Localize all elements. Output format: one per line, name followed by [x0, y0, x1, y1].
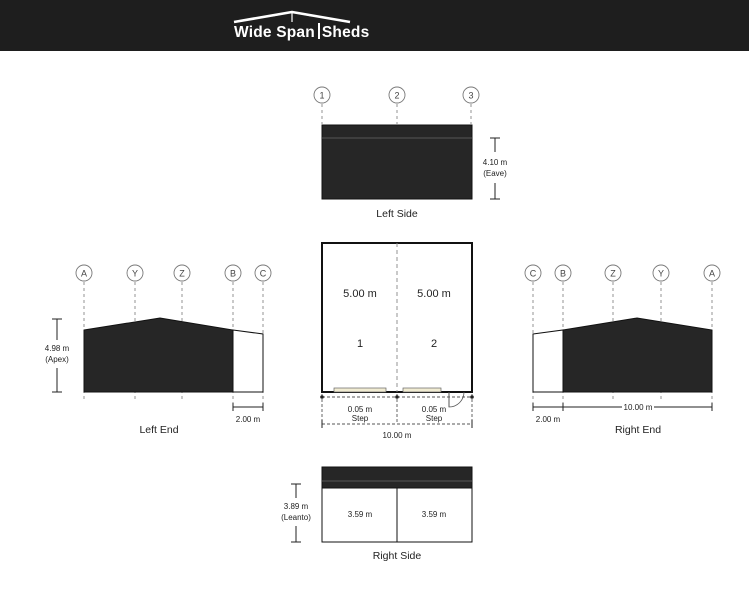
right-end-bubble-a [703, 264, 721, 282]
gridline-bubble-1 [313, 86, 331, 104]
left-end-bubble-b [224, 264, 242, 282]
right-end-bubble-b [554, 264, 572, 282]
left-end-label-z: Z [179, 269, 185, 279]
brand-name-wide-span: Wide Span [234, 24, 315, 41]
brand-separator [317, 23, 320, 39]
right-end-leanto [532, 329, 564, 393]
right-side-title: Right Side [373, 550, 422, 562]
left-end-label-a: A [81, 269, 87, 279]
right-side-bay-1-width: 3.59 m [348, 510, 373, 519]
right-end-label-c: C [530, 269, 537, 279]
step-2-note: Step [426, 414, 443, 423]
right-end-main-wall [562, 317, 713, 393]
leanto-height-note: (Leanto) [281, 513, 311, 522]
brand-logo[interactable]: Wide Span Sheds [234, 23, 369, 42]
header-bar: Wide Span Sheds [0, 0, 749, 51]
floor-plan: 5.00 m 5.00 m 1 2 0.05 m Step 0.05 m Ste… [320, 242, 474, 440]
right-end-elevation: C B Z Y A 2.00 m 10.00 m Right End [524, 264, 721, 436]
gridline-label-2: 2 [394, 91, 399, 101]
apex-height-note: (Apex) [45, 355, 69, 364]
total-length-value: 10.00 m [383, 431, 412, 440]
roller-door-2 [402, 387, 442, 393]
left-end-bubble-c [254, 264, 272, 282]
left-leanto-width: 2.00 m [236, 415, 261, 424]
left-end-label-b: B [230, 269, 236, 279]
gridline-bubble-2 [388, 86, 406, 104]
gridline-bubble-3 [462, 86, 480, 104]
bay-2-number: 2 [431, 338, 437, 350]
gridline-label-3: 3 [468, 91, 473, 101]
right-end-bubble-z [604, 264, 622, 282]
gridline-label-1: 1 [319, 91, 324, 101]
right-side-elevation: 3.59 m 3.59 m 3.89 m (Leanto) Right Side [281, 466, 473, 562]
left-end-bubble-a [75, 264, 93, 282]
right-side-bay-2-width: 3.59 m [422, 510, 447, 519]
right-end-label-z: Z [610, 269, 616, 279]
personal-door-swing [448, 391, 465, 408]
step-1-note: Step [352, 414, 369, 423]
step-2-value: 0.05 m [422, 405, 447, 414]
step-dim-node-3 [470, 395, 474, 399]
apex-height-value: 4.98 m [45, 344, 70, 353]
left-end-label-c: C [260, 269, 267, 279]
left-end-elevation: A Y Z B C 4.98 m (Apex) 2.00 m Left End [45, 264, 272, 436]
left-side-elevation: 1 2 3 4.10 m (Eave) Left Side [313, 86, 508, 220]
right-end-bubble-y [652, 264, 670, 282]
right-end-title: Right End [615, 424, 661, 436]
left-side-wall [321, 124, 473, 200]
left-end-label-y: Y [132, 269, 138, 279]
bay-1-width: 5.00 m [343, 288, 377, 300]
right-leanto-width: 2.00 m [536, 415, 561, 424]
right-main-width: 10.00 m [624, 403, 653, 412]
logo-roof-icon [233, 10, 351, 24]
eave-height-value: 4.10 m [483, 158, 508, 167]
bay-1-number: 1 [357, 338, 363, 350]
left-end-bubble-z [173, 264, 191, 282]
right-end-label-a: A [709, 269, 715, 279]
right-end-label-b: B [560, 269, 566, 279]
bay-2-width: 5.00 m [417, 288, 451, 300]
right-end-bubble-c [524, 264, 542, 282]
left-end-leanto [232, 329, 264, 393]
left-side-title: Left Side [376, 208, 418, 220]
right-end-label-y: Y [658, 269, 664, 279]
right-side-main-wall [321, 466, 473, 489]
step-1-value: 0.05 m [348, 405, 373, 414]
step-dim-node-2 [395, 395, 399, 399]
step-dim-node-1 [320, 395, 324, 399]
left-end-bubble-y [126, 264, 144, 282]
eave-height-note: (Eave) [483, 169, 507, 178]
leanto-height-value: 3.89 m [284, 502, 309, 511]
brand-name-sheds: Sheds [321, 24, 370, 41]
roller-door-1 [333, 387, 387, 393]
left-end-title: Left End [139, 424, 178, 436]
left-end-main-wall [83, 317, 234, 393]
